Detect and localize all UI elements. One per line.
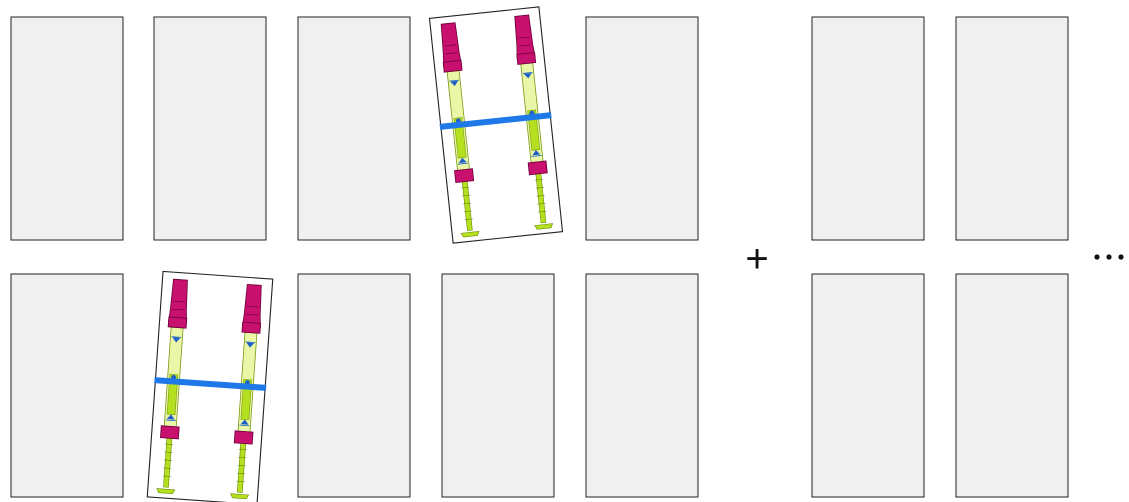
empty-panel (812, 17, 924, 240)
device-cap-collar (517, 53, 536, 65)
empty-panel (956, 17, 1068, 240)
device-cap-collar (242, 322, 261, 333)
empty-panel (154, 17, 266, 240)
device-foot (157, 489, 175, 494)
device-lower-collar (455, 169, 474, 183)
ellipsis-dot (1106, 254, 1111, 259)
device-cap-collar (443, 60, 462, 72)
plus-symbol: + (745, 237, 768, 281)
empty-panel (11, 17, 123, 240)
empty-panel (298, 274, 410, 497)
device-cap-collar (168, 317, 187, 328)
rotated-device-panel (428, 7, 563, 243)
ellipsis-dot (1094, 254, 1099, 259)
rotated-device-panel (146, 271, 273, 502)
ellipsis-icon (1094, 254, 1123, 259)
device-lower-collar (160, 426, 179, 439)
empty-panel (442, 274, 554, 497)
device-foot (230, 494, 248, 499)
device-lower-collar (234, 431, 253, 444)
empty-panel (11, 274, 123, 497)
device-lower-collar (528, 161, 547, 175)
empty-panel (298, 17, 410, 240)
empty-panel (586, 274, 698, 497)
ellipsis-dot (1118, 254, 1123, 259)
empty-panel (812, 274, 924, 497)
empty-panel (956, 274, 1068, 497)
empty-panel (586, 17, 698, 240)
plus-icon: + (745, 237, 768, 281)
